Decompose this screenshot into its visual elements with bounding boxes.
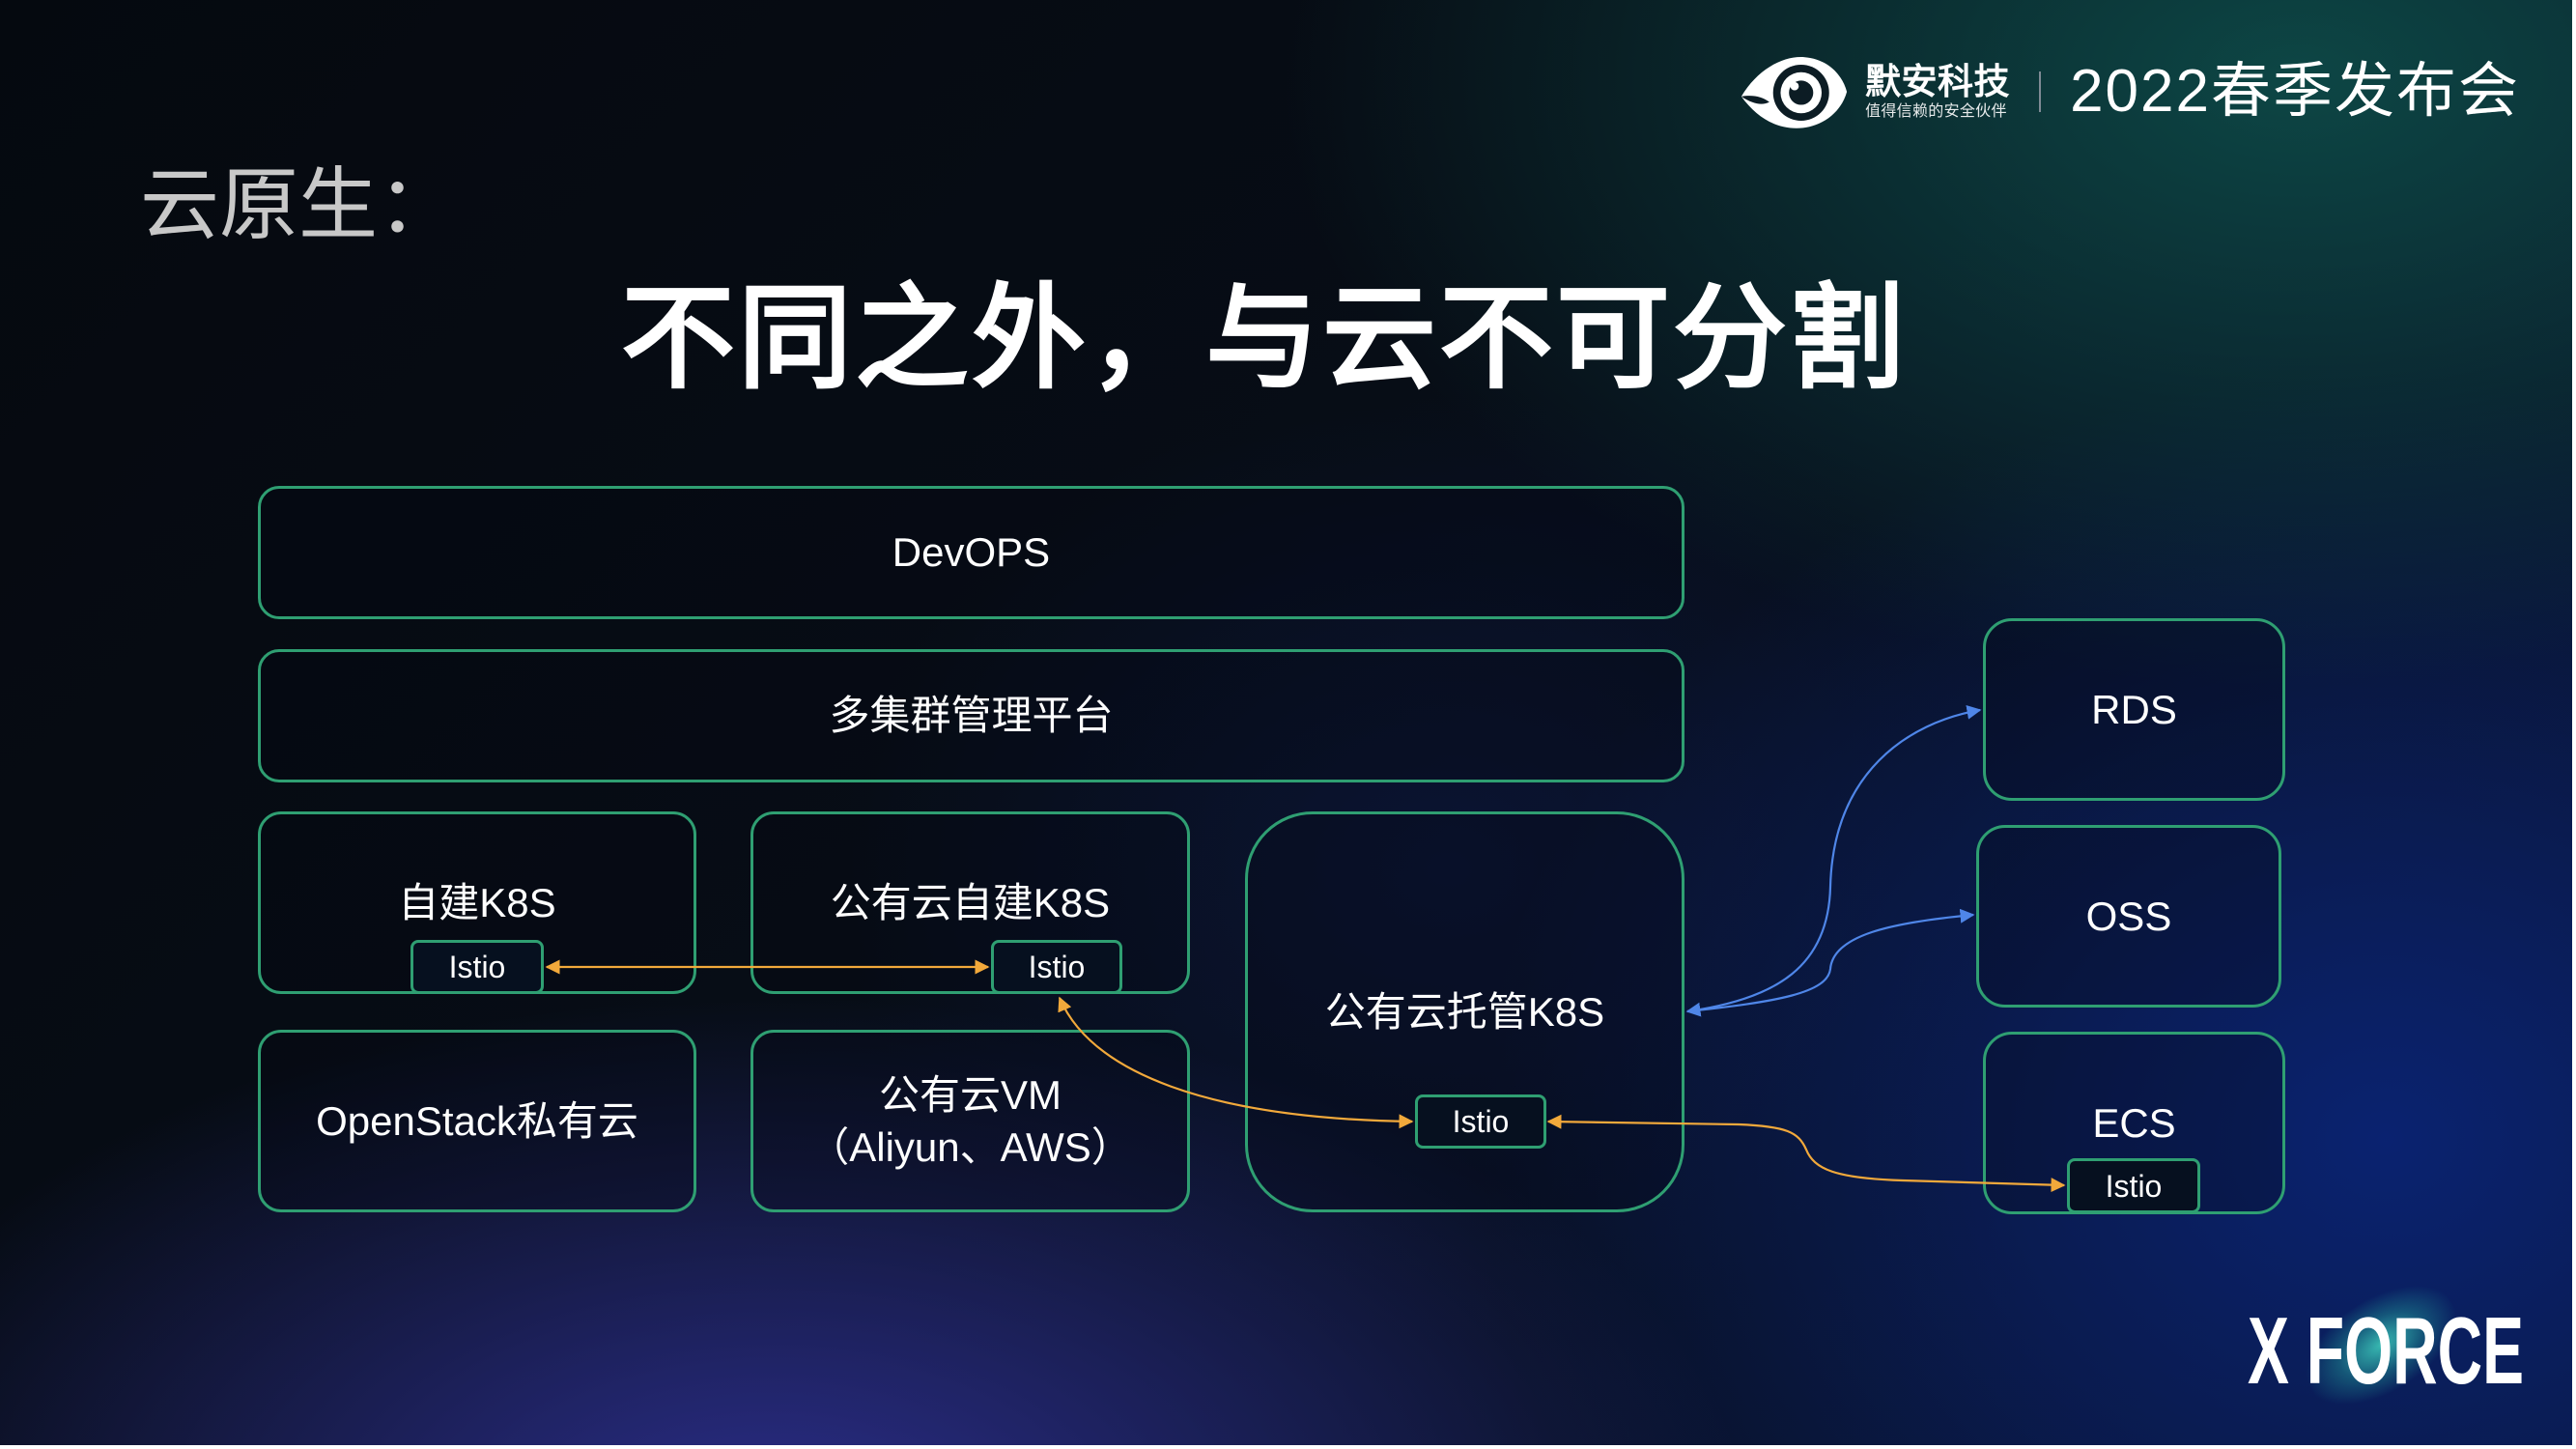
openstack-private-cloud-label: OpenStack私有云 xyxy=(316,1097,638,1144)
event-title: 2022春季发布会 xyxy=(2070,58,2520,125)
eye-logo-icon xyxy=(1741,57,1848,128)
istio-label: Istio xyxy=(1452,1104,1510,1139)
ecs-istio: Istio xyxy=(2067,1158,2200,1213)
ecs-box: ECS Istio xyxy=(1983,1032,2285,1214)
oss-label: OSS xyxy=(2085,893,2172,939)
rds-box: RDS xyxy=(1983,618,2285,801)
public-cloud-self-built-k8s-label: 公有云自建K8S xyxy=(830,879,1111,925)
xforce-logo-text: X FORCE xyxy=(2248,1297,2524,1401)
link-managed-k8s-to-oss xyxy=(1686,908,1975,1013)
oss-box: OSS xyxy=(1976,825,2281,1008)
public-cloud-managed-k8s-istio: Istio xyxy=(1415,1094,1546,1149)
public-cloud-self-built-k8s-box: 公有云自建K8S Istio xyxy=(750,811,1190,994)
devops-label: DevOPS xyxy=(892,529,1051,575)
section-kicker: 云原生： xyxy=(140,161,458,249)
public-cloud-vm-box: 公有云VM （Aliyun、AWS） xyxy=(750,1030,1190,1212)
brand-text: 默安科技 值得信赖的安全伙伴 xyxy=(1865,62,2010,122)
self-built-k8s-istio: Istio xyxy=(410,940,544,994)
brand-header: 默安科技 值得信赖的安全伙伴 2022春季发布会 xyxy=(1738,48,2520,135)
multi-cluster-box: 多集群管理平台 xyxy=(258,649,1684,782)
public-cloud-vm-providers: （Aliyun、AWS） xyxy=(808,1123,1132,1170)
public-cloud-managed-k8s-box: 公有云托管K8S Istio xyxy=(1245,811,1684,1212)
openstack-private-cloud-box: OpenStack私有云 xyxy=(258,1030,696,1212)
self-built-k8s-box: 自建K8S Istio xyxy=(258,811,696,994)
multi-cluster-label: 多集群管理平台 xyxy=(829,693,1114,738)
brand-tagline: 值得信赖的安全伙伴 xyxy=(1865,103,2007,120)
link-managed-k8s-to-rds xyxy=(1685,704,1982,1017)
istio-label: Istio xyxy=(2105,1168,2163,1204)
slide-title: 不同之外，与云不可分割 xyxy=(621,275,1908,403)
public-cloud-managed-k8s-label: 公有云托管K8S xyxy=(1324,988,1605,1035)
header-divider xyxy=(2039,71,2042,112)
rds-label: RDS xyxy=(2091,686,2177,732)
brand-name: 默安科技 xyxy=(1865,62,2011,101)
istio-label: Istio xyxy=(448,950,506,984)
ecs-label: ECS xyxy=(2092,1099,2176,1146)
istio-label: Istio xyxy=(1028,950,1086,984)
self-built-k8s-label: 自建K8S xyxy=(398,879,556,925)
public-cloud-vm-label: 公有云VM xyxy=(878,1071,1062,1118)
devops-box: DevOPS xyxy=(258,486,1684,619)
public-cloud-self-built-k8s-istio: Istio xyxy=(991,940,1122,994)
xforce-logo: X FORCE xyxy=(2248,1297,2524,1401)
